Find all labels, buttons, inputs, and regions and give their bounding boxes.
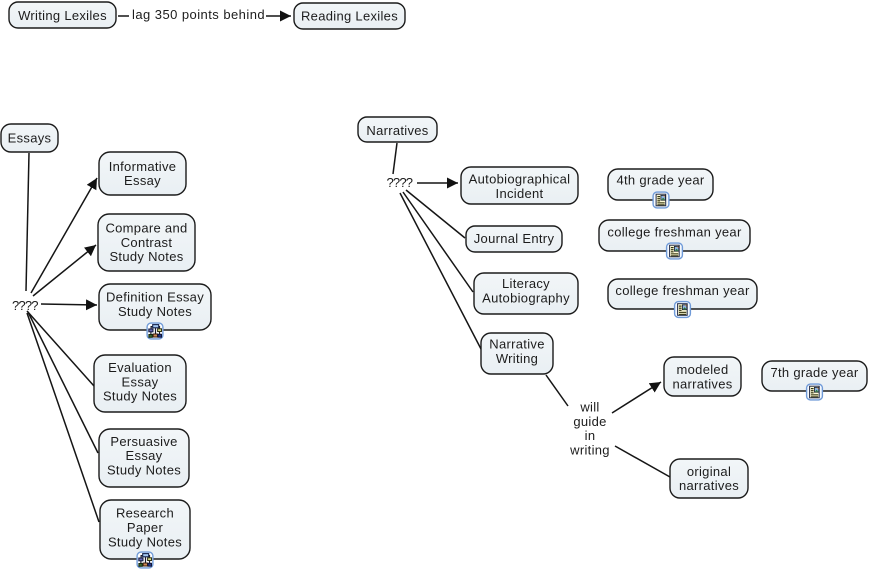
svg-text:7th grade year: 7th grade year xyxy=(770,365,858,380)
svg-text:lag 350 points behind: lag 350 points behind xyxy=(132,7,265,22)
svg-text:????: ???? xyxy=(12,298,38,313)
svg-text:????: ???? xyxy=(387,175,413,190)
svg-text:Writing Lexiles: Writing Lexiles xyxy=(18,8,107,23)
svg-text:Essays: Essays xyxy=(8,131,52,146)
svg-text:Reading Lexiles: Reading Lexiles xyxy=(301,9,398,24)
svg-text:Narratives: Narratives xyxy=(366,123,428,138)
svg-text:college freshman year: college freshman year xyxy=(607,225,742,240)
svg-text:Journal Entry: Journal Entry xyxy=(474,231,555,246)
svg-text:college freshman year: college freshman year xyxy=(615,283,750,298)
svg-text:4th grade year: 4th grade year xyxy=(616,173,704,188)
